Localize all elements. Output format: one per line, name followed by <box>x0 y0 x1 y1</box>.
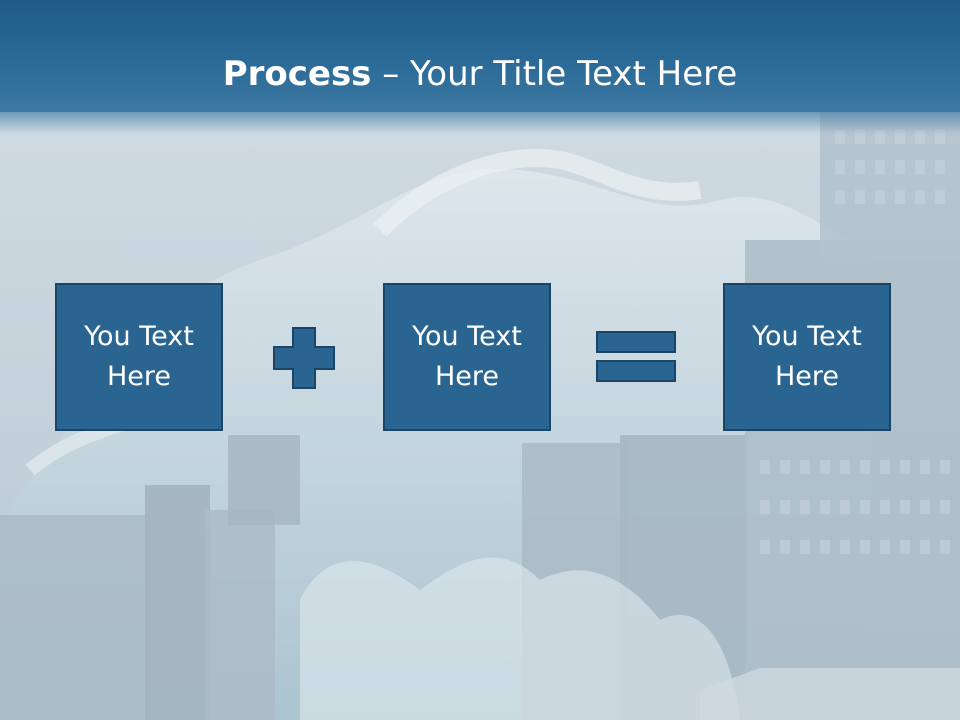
process-box-1-text: You Text Here <box>84 321 194 392</box>
page-title-rest: – Your Title Text Here <box>371 54 738 94</box>
plus-icon <box>273 327 335 389</box>
process-box-2[interactable]: You Text Here <box>383 283 551 431</box>
process-box-1[interactable]: You Text Here <box>55 283 223 431</box>
process-box-3-text: You Text Here <box>752 321 862 392</box>
process-box-2-text: You Text Here <box>412 321 522 392</box>
title-bar <box>0 0 960 112</box>
process-box-3[interactable]: You Text Here <box>723 283 891 431</box>
title-bar-fade <box>0 104 960 134</box>
page-title: Process – Your Title Text Here <box>0 52 960 96</box>
equals-icon <box>596 331 676 382</box>
page-title-bold: Process <box>222 54 372 94</box>
